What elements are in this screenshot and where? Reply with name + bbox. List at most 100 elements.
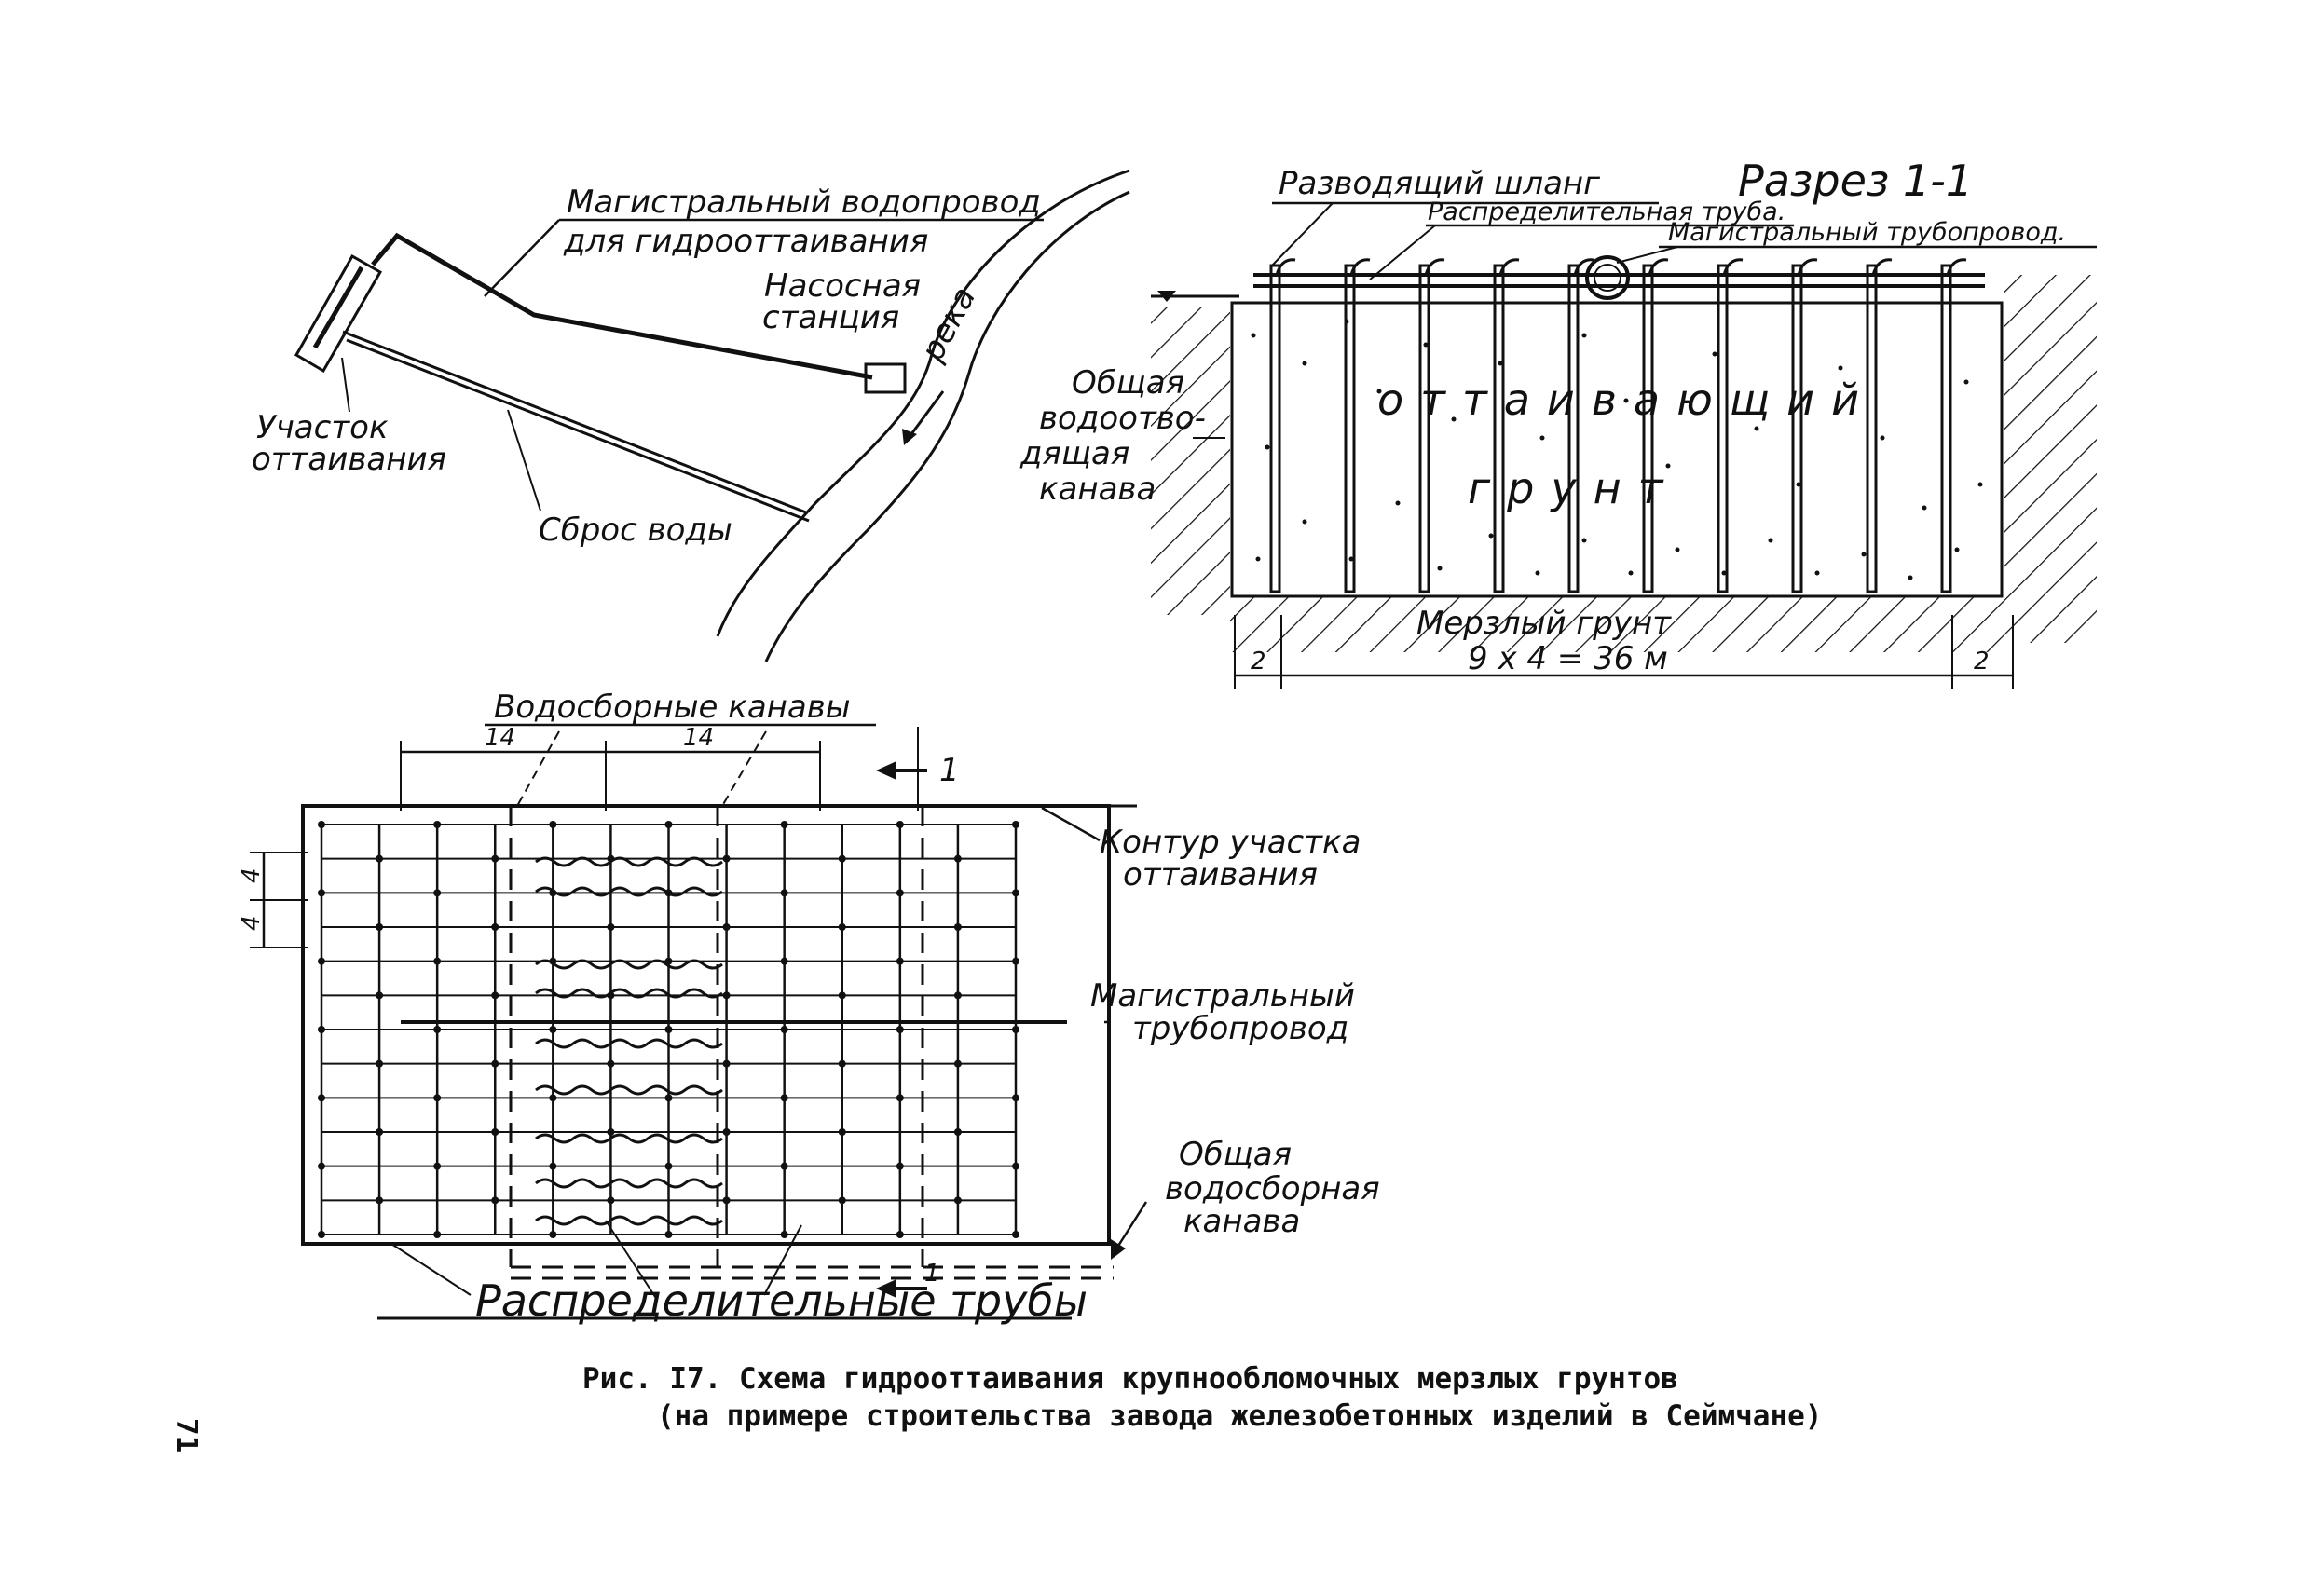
needle-point xyxy=(433,1026,442,1033)
needle-point xyxy=(549,1026,557,1033)
needle-point xyxy=(780,1026,788,1033)
distribution-pipe-label: Распределительная труба. xyxy=(1428,198,1785,226)
needle-point xyxy=(722,1128,731,1136)
needle-point xyxy=(491,1059,499,1068)
thaw-area-symbol xyxy=(294,253,383,374)
needle-point xyxy=(896,1026,904,1033)
needle-point xyxy=(549,1231,557,1238)
needle-point xyxy=(318,1231,325,1238)
soil-label-2: грунт xyxy=(1468,463,1679,513)
caption-line-1: Рис. I7. Схема гидрооттаивания крупнообл… xyxy=(582,1362,1678,1396)
needle-point xyxy=(491,854,499,863)
needle-point xyxy=(838,854,846,863)
pump-station-symbol xyxy=(864,362,907,394)
needle-point xyxy=(549,1094,557,1102)
needle-point xyxy=(607,1059,615,1068)
needle-point xyxy=(491,1128,499,1136)
needle-point xyxy=(953,854,962,863)
needle-point xyxy=(953,991,962,1000)
dim-14-b: 14 xyxy=(683,724,714,752)
thawing-needles xyxy=(1269,264,1952,593)
thaw-area-label-2: оттаивания xyxy=(252,441,446,478)
needle-point xyxy=(1012,957,1019,965)
needle-point xyxy=(780,889,788,897)
dim-left: 2 xyxy=(1251,648,1266,675)
dim-right: 2 xyxy=(1974,648,1990,675)
dim-mid: 9 x 4 = 36 м xyxy=(1468,640,1668,677)
caption-line-2: (на примере строительства завода железоб… xyxy=(657,1399,1822,1433)
needle-point xyxy=(433,1162,442,1170)
needle-point xyxy=(491,1196,499,1205)
needle-point xyxy=(896,1162,904,1170)
needle-point xyxy=(722,1059,731,1068)
ditch-label-2: водоотво- xyxy=(1039,400,1206,437)
needle-point xyxy=(722,854,731,863)
collector-ditches xyxy=(509,806,1114,1280)
common-ditch-label-3: канава xyxy=(1183,1203,1300,1240)
needle-point xyxy=(318,957,325,965)
river-label: река xyxy=(913,280,983,368)
contour-label-2: оттаивания xyxy=(1123,856,1318,893)
needle-point xyxy=(838,1059,846,1068)
common-ditch-label: Общая xyxy=(1179,1136,1292,1173)
ground-hatch-left xyxy=(1151,307,1230,615)
needle-point xyxy=(433,821,442,828)
needle-point xyxy=(433,1094,442,1102)
needle-point xyxy=(896,957,904,965)
common-ditch-label-2: водосборная xyxy=(1165,1170,1380,1207)
hose-label: Разводящий шланг xyxy=(1279,165,1601,202)
needle-point xyxy=(491,991,499,1000)
needle-point xyxy=(491,923,499,931)
needle-point xyxy=(953,1196,962,1205)
needle-point xyxy=(549,1162,557,1170)
needle-point xyxy=(1012,1026,1019,1033)
needle-point xyxy=(953,923,962,931)
needle-point xyxy=(896,1094,904,1102)
plan-main-pipe-label: Магистральный xyxy=(1090,977,1355,1015)
needle-point xyxy=(953,1128,962,1136)
needle-point xyxy=(722,991,731,1000)
needle-point xyxy=(722,1196,731,1205)
needle-point xyxy=(376,1128,384,1136)
needle-point xyxy=(318,1162,325,1170)
needle-point xyxy=(838,923,846,931)
needle-point xyxy=(664,1162,673,1170)
main-water-pipe xyxy=(371,232,873,380)
needle-point xyxy=(318,889,325,897)
river-bank-right xyxy=(764,190,1130,662)
needle-point xyxy=(896,889,904,897)
needle-point xyxy=(549,821,557,828)
needle-point xyxy=(664,1094,673,1102)
wavy-hoses xyxy=(535,856,723,1226)
needle-point xyxy=(896,821,904,828)
needle-point xyxy=(376,1059,384,1068)
site-plan: Магистральный водопровод для гидрооттаив… xyxy=(252,169,1130,662)
needle-point xyxy=(838,1128,846,1136)
soil-dots xyxy=(1251,319,1983,580)
river-flow-arrow xyxy=(907,390,945,439)
needle-point xyxy=(1012,889,1019,897)
hose-hooks xyxy=(1275,258,1967,276)
section-1-1: Разрез 1-1 Разводящий шланг Распределите… xyxy=(1019,156,2097,689)
needle-point xyxy=(838,991,846,1000)
ditch-label-3: дящая xyxy=(1019,435,1129,472)
dim-14-a: 14 xyxy=(485,724,515,752)
pump-station-label-2: станция xyxy=(762,299,899,336)
needle-point xyxy=(838,1196,846,1205)
frozen-ground-hatch xyxy=(1230,596,2004,652)
discharge-label: Сброс воды xyxy=(539,512,732,549)
needle-point xyxy=(896,1231,904,1238)
ditch-label-4: канава xyxy=(1039,471,1156,508)
needle-point xyxy=(433,1231,442,1238)
page-number: 71 xyxy=(170,1418,203,1453)
needle-point xyxy=(722,923,731,931)
ground-hatch-right xyxy=(2004,275,2097,643)
collector-ditches-label: Водосборные канавы xyxy=(494,689,851,726)
needle-point xyxy=(780,1231,788,1238)
dim-4-b: 4 xyxy=(238,915,266,931)
needle-point xyxy=(376,1196,384,1205)
needle-point xyxy=(376,854,384,863)
needle-point xyxy=(433,889,442,897)
needle-point xyxy=(607,1128,615,1136)
